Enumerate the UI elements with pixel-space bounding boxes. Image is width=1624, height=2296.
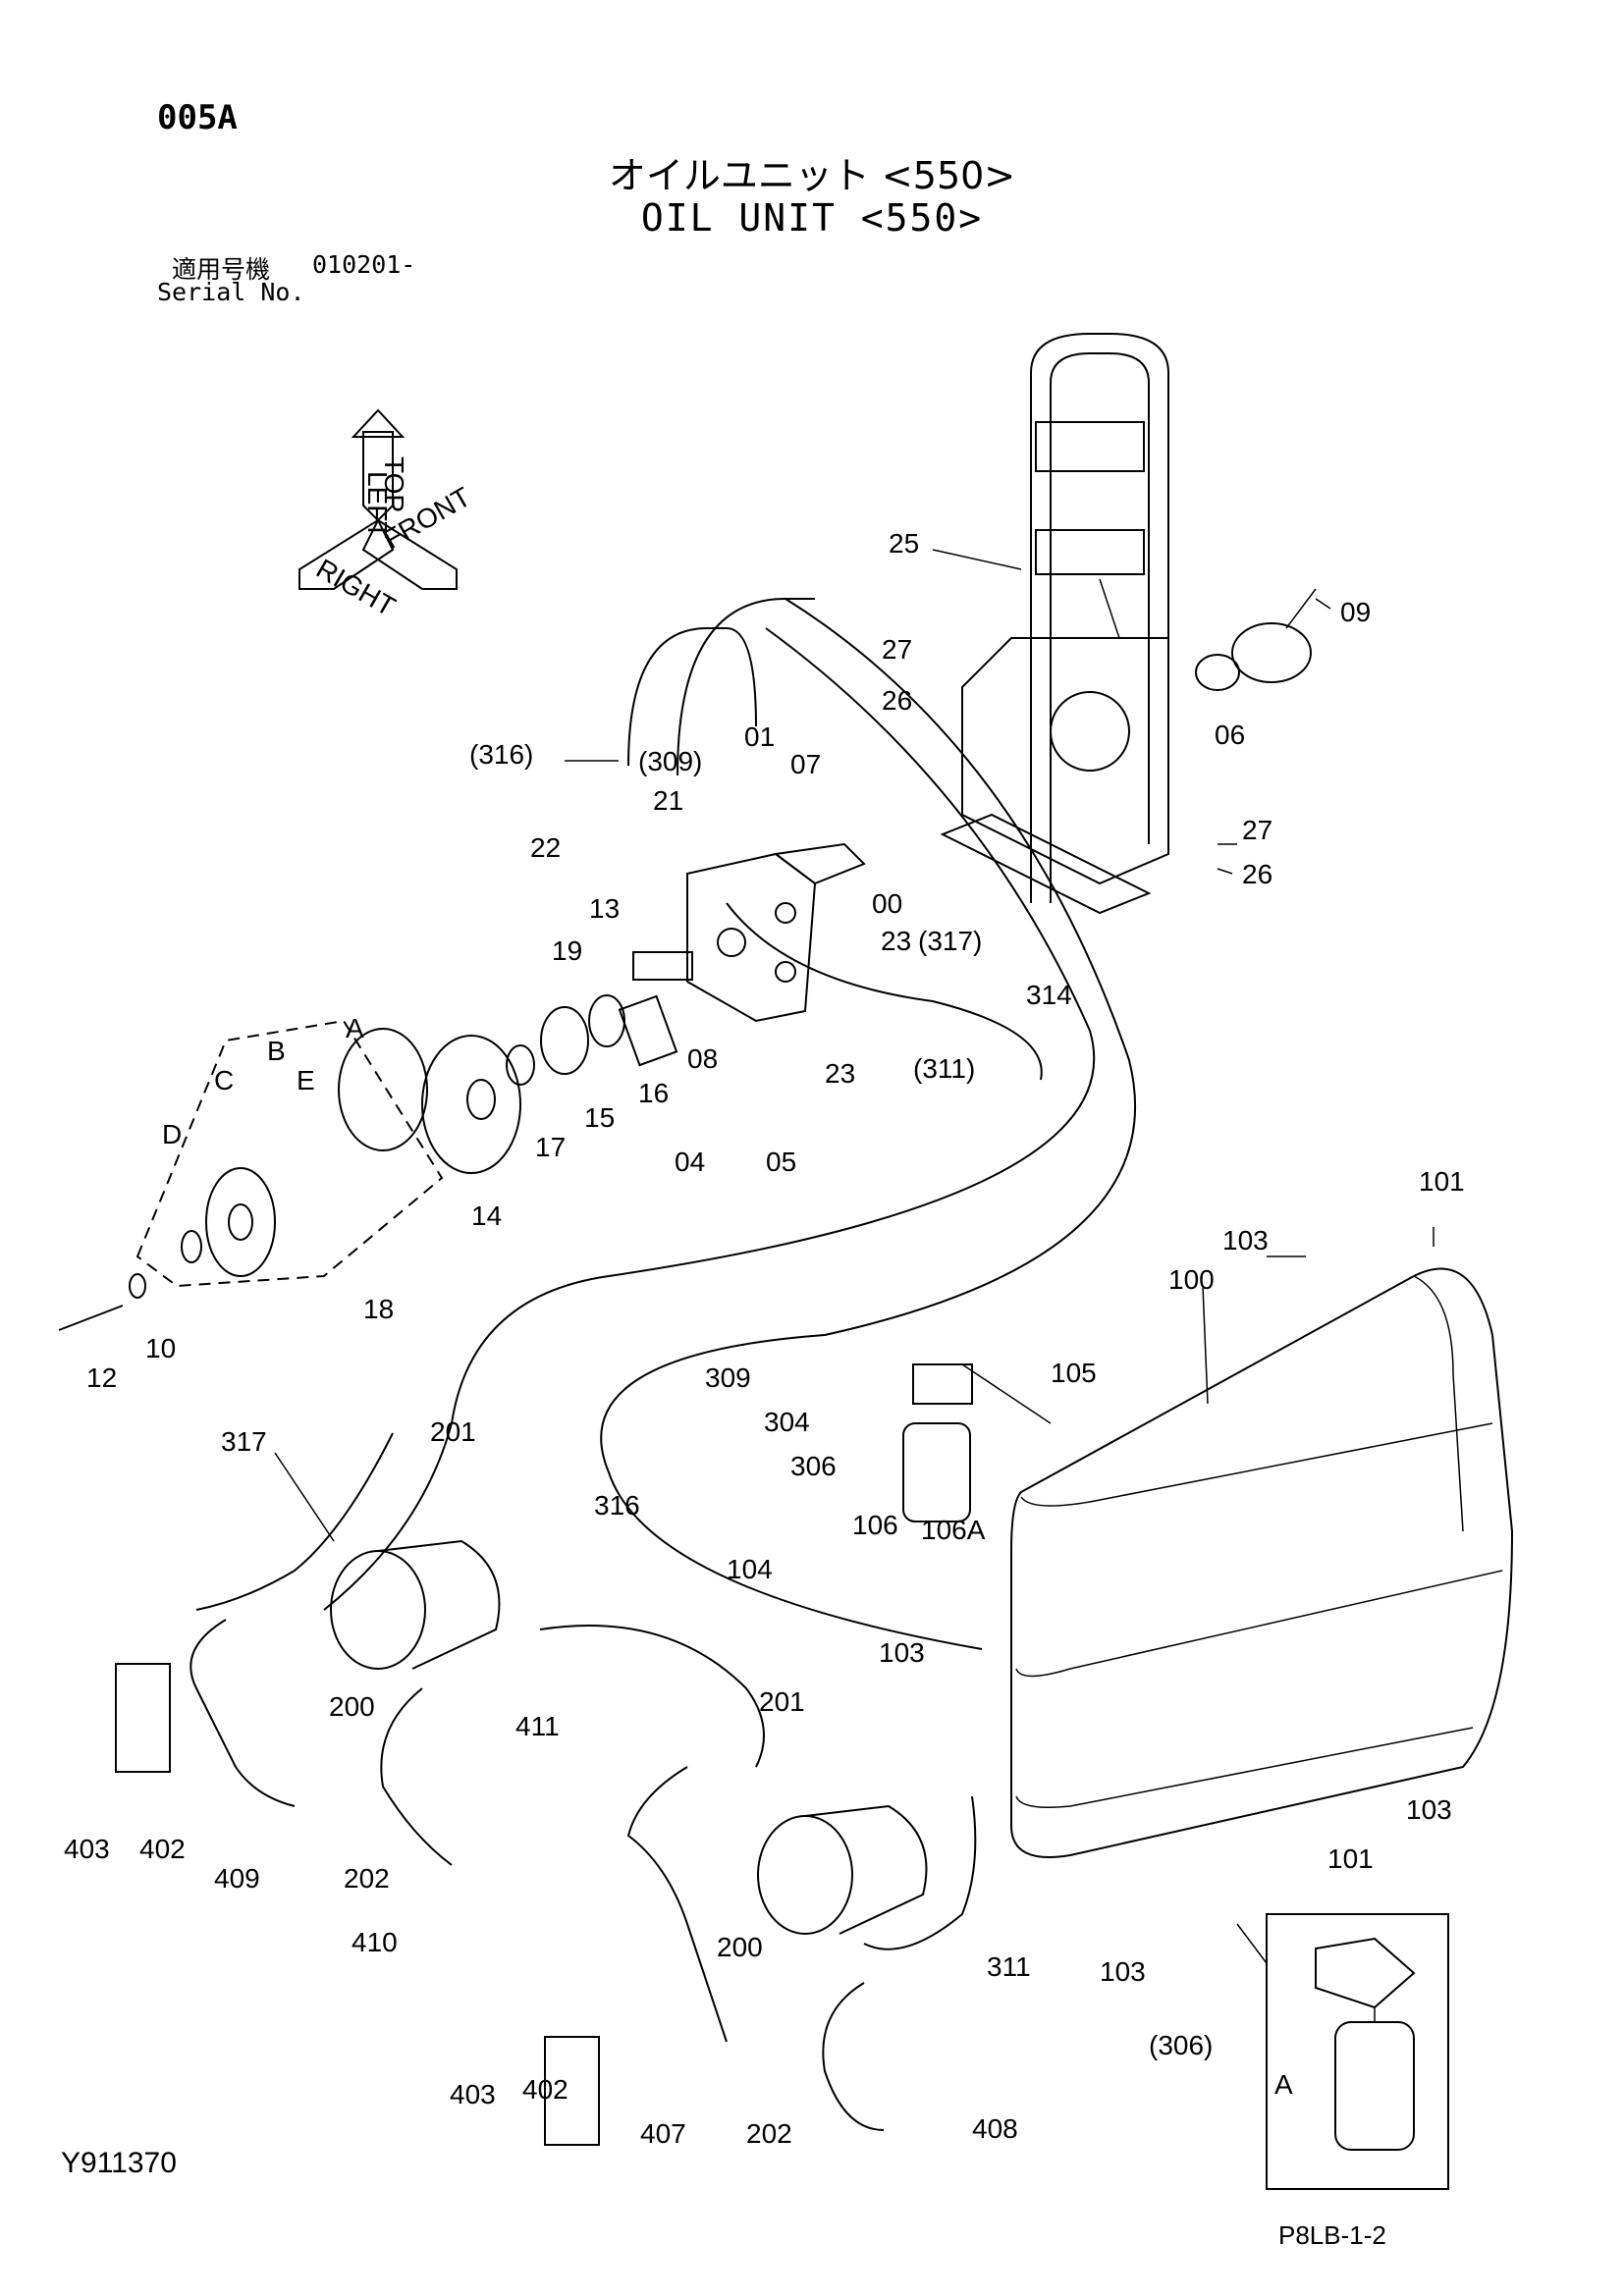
callout-label: 104 bbox=[727, 1554, 773, 1584]
callout-label: 309 bbox=[705, 1362, 751, 1393]
callout-label: 410 bbox=[352, 1927, 398, 1957]
callout-label: 100 bbox=[1168, 1264, 1215, 1295]
oil-tank bbox=[1010, 1267, 1514, 1858]
callout-label: 317 bbox=[221, 1426, 267, 1457]
callout-labels: 25 09 27 26 06 (316) (309) 01 07 21 22 2… bbox=[64, 528, 1465, 2149]
callout-label: (316) bbox=[469, 739, 533, 770]
callout-label: C bbox=[214, 1065, 234, 1095]
callout-label: 201 bbox=[430, 1416, 476, 1447]
callout-label: 01 bbox=[744, 721, 775, 752]
callout-label: 27 bbox=[882, 634, 912, 665]
callout-label: 304 bbox=[764, 1407, 810, 1437]
callout-label: (306) bbox=[1149, 2030, 1213, 2060]
callout-label: 200 bbox=[717, 1932, 763, 1962]
callout-label: 403 bbox=[64, 1834, 110, 1864]
coupling bbox=[1195, 588, 1317, 691]
callout-label: 22 bbox=[530, 832, 561, 863]
serial-label-japanese: 適用号機 bbox=[172, 255, 271, 284]
page-title-japanese: オイルユニット <550> bbox=[608, 154, 1016, 197]
callout-label: 202 bbox=[746, 2118, 792, 2149]
serial-number-value: 010201- bbox=[312, 250, 416, 279]
callout-label: 106 bbox=[852, 1510, 898, 1540]
oil-filter bbox=[902, 1363, 973, 1522]
callout-label: E bbox=[297, 1065, 315, 1095]
callout-label: 306 bbox=[790, 1451, 837, 1481]
hose-clamp bbox=[115, 1663, 600, 2146]
callout-label: 103 bbox=[1100, 1956, 1146, 1987]
callout-label: A bbox=[346, 1013, 364, 1043]
callout-label: 27 bbox=[1242, 815, 1272, 845]
callout-label: 202 bbox=[344, 1863, 390, 1894]
orientation-label: RIGHT bbox=[311, 553, 401, 621]
hoses bbox=[189, 598, 1137, 2131]
callout-label: 07 bbox=[790, 749, 821, 779]
callout-label: A bbox=[1274, 2069, 1293, 2100]
callout-label: 19 bbox=[552, 935, 582, 966]
callout-label: 409 bbox=[214, 1863, 260, 1894]
mounting-bracket bbox=[940, 333, 1169, 915]
callout-label: 16 bbox=[638, 1078, 669, 1108]
callout-label: 103 bbox=[1406, 1794, 1452, 1825]
callout-label: 407 bbox=[640, 2118, 686, 2149]
orientation-label: LEFT bbox=[362, 471, 393, 538]
serial-label-english: Serial No. bbox=[157, 278, 305, 306]
orientation-label: TOP bbox=[379, 456, 409, 512]
callout-label: 13 bbox=[589, 893, 620, 924]
callout-label: 314 bbox=[1026, 980, 1072, 1010]
callout-label: 04 bbox=[675, 1147, 705, 1177]
filter-detail-inset bbox=[1266, 1913, 1449, 2190]
callout-label: 101 bbox=[1327, 1843, 1374, 1874]
callout-label: 402 bbox=[139, 1834, 186, 1864]
callout-label: 103 bbox=[879, 1637, 925, 1668]
drawing-number: Y911370 bbox=[61, 2147, 177, 2179]
callout-label: (311) bbox=[913, 1053, 975, 1084]
pump-assembly bbox=[618, 842, 866, 1067]
callout-label: 25 bbox=[889, 528, 919, 559]
callout-label: 21 bbox=[653, 785, 683, 816]
catalog-code: 005A bbox=[157, 98, 238, 137]
callout-label: 23 bbox=[881, 926, 911, 956]
callout-label: 17 bbox=[535, 1132, 566, 1162]
pulley-assembly bbox=[58, 994, 625, 1331]
callout-label: 06 bbox=[1215, 720, 1245, 750]
hydraulic-motor bbox=[330, 1539, 928, 1935]
callout-label: 411 bbox=[515, 1711, 560, 1741]
callout-label: 05 bbox=[766, 1147, 796, 1177]
leader-lines bbox=[274, 549, 1435, 1964]
callout-label: 10 bbox=[145, 1333, 176, 1363]
sheet-number: P8LB-1-2 bbox=[1278, 2220, 1386, 2250]
callout-label: 105 bbox=[1051, 1358, 1097, 1388]
callout-label: 101 bbox=[1419, 1166, 1465, 1197]
callout-label: 18 bbox=[363, 1294, 394, 1324]
callout-label: 103 bbox=[1222, 1225, 1269, 1255]
callout-label: 402 bbox=[522, 2074, 568, 2105]
page-title-english: OIL UNIT <550> bbox=[640, 196, 984, 240]
callout-label: 15 bbox=[584, 1102, 615, 1133]
callout-label: 408 bbox=[972, 2113, 1018, 2144]
callout-label: D bbox=[162, 1119, 182, 1149]
callout-label: 00 bbox=[872, 888, 902, 919]
callout-label: (317) bbox=[918, 926, 982, 956]
callout-label: 311 bbox=[987, 1951, 1031, 1982]
callout-label: 201 bbox=[759, 1686, 805, 1717]
callout-label: 26 bbox=[882, 685, 912, 716]
callout-label: 08 bbox=[687, 1043, 718, 1074]
callout-label: 316 bbox=[594, 1490, 640, 1521]
callout-label: 12 bbox=[86, 1362, 117, 1393]
callout-label: 200 bbox=[329, 1691, 375, 1722]
callout-label: 09 bbox=[1340, 597, 1371, 627]
callout-label: 14 bbox=[471, 1201, 502, 1231]
callout-label: 26 bbox=[1242, 859, 1272, 889]
callout-label: 23 bbox=[825, 1058, 855, 1089]
callout-label: 106A bbox=[921, 1515, 986, 1545]
callout-label: 403 bbox=[450, 2079, 496, 2109]
callout-label: (309) bbox=[638, 746, 702, 776]
callout-label: B bbox=[267, 1036, 286, 1066]
orientation-arrow-icon: TOP LEFT FRONT RIGHT bbox=[298, 408, 476, 622]
